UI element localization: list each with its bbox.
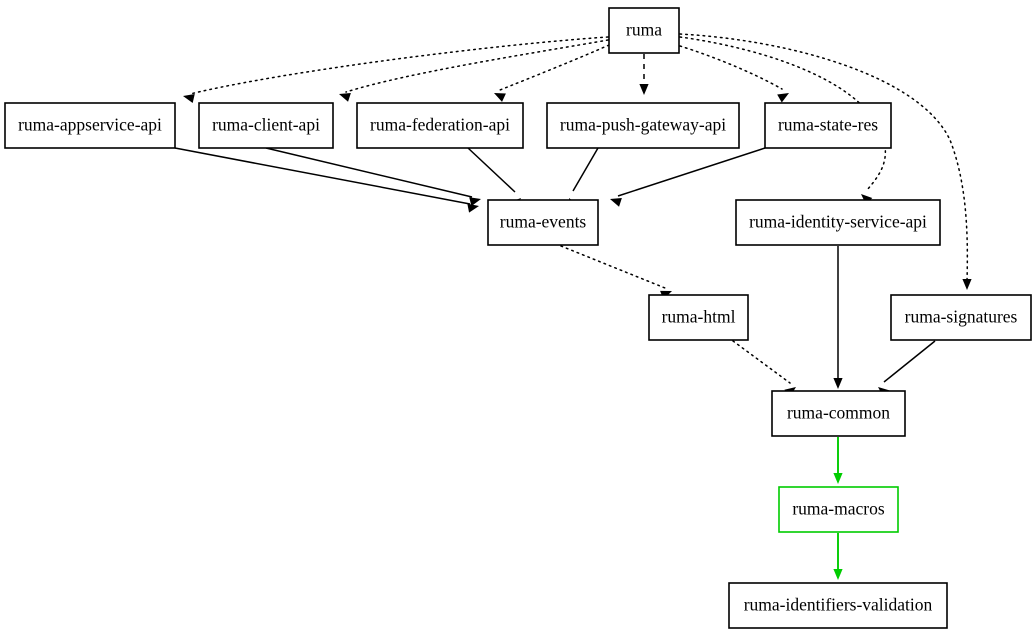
node-label: ruma-state-res	[778, 115, 878, 135]
edge-line	[732, 340, 791, 384]
node-label: ruma-federation-api	[370, 115, 510, 135]
node-box[interactable]	[764, 102, 892, 149]
node-ruma-federation-api[interactable]: ruma-federation-api	[356, 102, 524, 149]
edge-line	[572, 147, 599, 192]
edge-ruma-to-ruma-federation-api	[494, 44, 610, 102]
arrowhead-icon	[494, 93, 506, 102]
arrowhead-icon	[183, 93, 195, 103]
edge-line	[560, 245, 666, 289]
node-ruma-client-api[interactable]: ruma-client-api	[198, 102, 334, 149]
node-box[interactable]	[487, 199, 599, 246]
edge-ruma-html-to-ruma-common	[732, 340, 796, 398]
edge-ruma-identity-service-api-to-ruma-common	[833, 246, 843, 389]
edge-ruma-events-to-ruma-html	[560, 245, 672, 300]
edge-line	[679, 36, 887, 191]
node-ruma[interactable]: ruma	[608, 7, 680, 54]
node-box[interactable]	[608, 7, 680, 54]
node-label: ruma-identifiers-validation	[744, 595, 933, 615]
node-ruma-signatures[interactable]: ruma-signatures	[890, 294, 1032, 341]
node-box[interactable]	[4, 102, 176, 149]
node-box[interactable]	[356, 102, 524, 149]
edge-ruma-state-res-to-ruma-events	[610, 147, 766, 207]
edge-line	[679, 45, 783, 90]
arrowhead-icon	[833, 378, 843, 389]
node-label: ruma-macros	[792, 499, 885, 519]
node-box[interactable]	[648, 294, 749, 341]
arrowhead-icon	[467, 203, 479, 213]
node-box[interactable]	[728, 582, 948, 629]
edge-ruma-macros-to-ruma-identifiers-validation	[833, 533, 843, 580]
arrowhead-icon	[833, 473, 843, 484]
edge-line	[174, 147, 471, 205]
edge-line	[467, 147, 516, 193]
node-ruma-macros[interactable]: ruma-macros	[778, 486, 899, 533]
node-label: ruma-identity-service-api	[749, 212, 927, 232]
node-ruma-push-gateway-api[interactable]: ruma-push-gateway-api	[546, 102, 740, 149]
edge-ruma-to-ruma-push-gateway-api	[639, 54, 649, 95]
edge-ruma-client-api-to-ruma-events	[265, 147, 481, 207]
arrowhead-icon	[777, 93, 789, 103]
arrowhead-icon	[610, 198, 622, 207]
node-label: ruma-client-api	[212, 115, 320, 135]
edge-ruma-signatures-to-ruma-common	[878, 340, 936, 398]
edge-line	[345, 39, 609, 93]
edge-ruma-appservice-api-to-ruma-events	[174, 147, 479, 213]
node-label: ruma-events	[500, 212, 587, 232]
node-box[interactable]	[890, 294, 1032, 341]
edge-line	[265, 147, 473, 198]
node-label: ruma-signatures	[905, 307, 1018, 327]
node-box[interactable]	[778, 486, 899, 533]
edge-ruma-common-to-ruma-macros	[833, 437, 843, 484]
arrowhead-icon	[639, 84, 649, 95]
edge-ruma-to-ruma-appservice-api	[183, 36, 609, 103]
node-ruma-events[interactable]: ruma-events	[487, 199, 599, 246]
edge-ruma-to-ruma-state-res	[679, 45, 789, 103]
node-ruma-appservice-api[interactable]: ruma-appservice-api	[4, 102, 176, 149]
edge-ruma-to-ruma-client-api	[339, 39, 609, 102]
node-ruma-common[interactable]: ruma-common	[771, 390, 906, 437]
edge-line	[189, 36, 609, 95]
node-label: ruma-appservice-api	[18, 115, 162, 135]
arrowhead-icon	[469, 197, 481, 207]
node-label: ruma-html	[662, 307, 736, 327]
node-box[interactable]	[198, 102, 334, 149]
node-ruma-identity-service-api[interactable]: ruma-identity-service-api	[735, 199, 941, 246]
node-ruma-state-res[interactable]: ruma-state-res	[764, 102, 892, 149]
node-label: ruma	[626, 20, 662, 40]
edge-line	[499, 44, 610, 91]
node-box[interactable]	[735, 199, 941, 246]
node-ruma-identifiers-validation[interactable]: ruma-identifiers-validation	[728, 582, 948, 629]
arrowhead-icon	[833, 569, 843, 580]
node-label: ruma-common	[787, 403, 890, 423]
arrowhead-icon	[339, 93, 351, 102]
node-box[interactable]	[546, 102, 740, 149]
edge-layer	[174, 33, 972, 580]
arrowhead-icon	[962, 279, 972, 290]
node-label: ruma-push-gateway-api	[560, 115, 726, 135]
edge-ruma-to-ruma-signatures	[679, 33, 972, 290]
edge-line	[617, 147, 766, 197]
node-layer: ruma ruma-appservice-api ruma-client-api ru…	[4, 7, 1032, 629]
node-box[interactable]	[771, 390, 906, 437]
edge-line	[883, 340, 936, 383]
node-ruma-html[interactable]: ruma-html	[648, 294, 749, 341]
